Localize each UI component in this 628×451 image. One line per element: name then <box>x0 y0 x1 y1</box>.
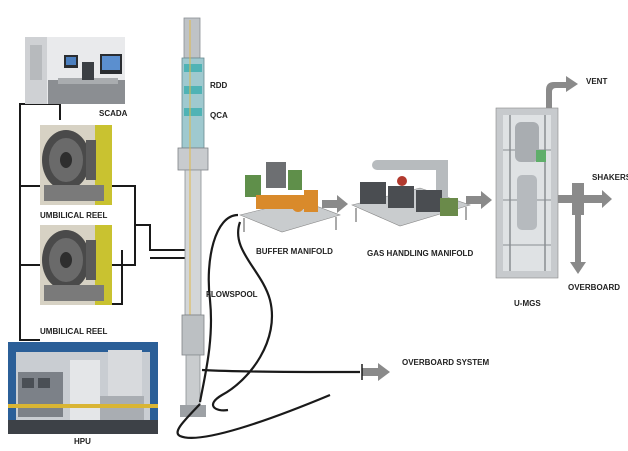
label-hpu: HPU <box>74 437 91 446</box>
label-scada: SCADA <box>99 109 128 118</box>
umbilical-reel-2-photo <box>40 225 112 305</box>
label-umbilical-reel-1: UMBILICAL REEL <box>40 211 108 220</box>
label-overboard: OVERBOARD <box>568 283 620 292</box>
flow-arrows <box>322 76 612 381</box>
label-qca: QCA <box>210 111 228 120</box>
label-umgs: U-MGS <box>514 299 541 308</box>
umgs-tower-model <box>495 107 559 279</box>
label-buffer-manifold: BUFFER MANIFOLD <box>256 247 333 256</box>
label-gas-handling-manifold: GAS HANDLING MANIFOLD <box>367 249 473 258</box>
scada-photo <box>25 37 125 104</box>
label-vent: VENT <box>586 77 607 86</box>
label-umbilical-reel-2: UMBILICAL REEL <box>40 327 108 336</box>
buffer-manifold-model <box>239 162 341 233</box>
label-overboard-system: OVERBOARD SYSTEM <box>402 358 489 367</box>
umbilical-reel-1-photo <box>40 125 112 205</box>
gas-handling-manifold-model <box>351 160 471 227</box>
label-shakers: SHAKERS <box>592 173 628 182</box>
label-flowspool: FLOWSPOOL <box>206 290 258 299</box>
flow-hoses <box>176 213 361 439</box>
riser-assembly <box>177 17 209 417</box>
label-rdd: RDD <box>210 81 228 90</box>
hpu-photo <box>8 342 158 434</box>
